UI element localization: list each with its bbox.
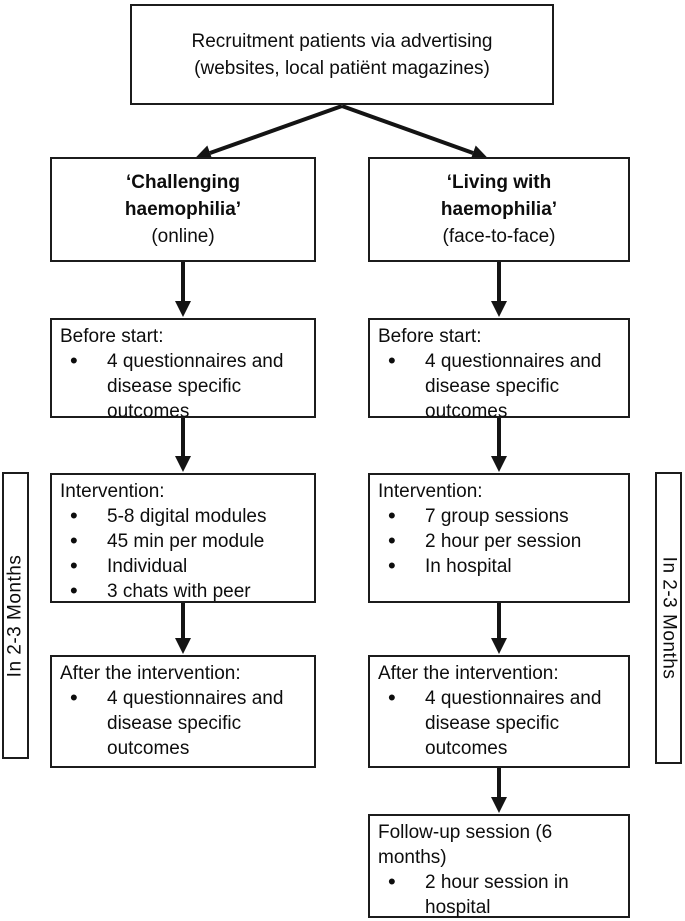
bullet-icon: • [388, 869, 396, 894]
bullet-text: Individual [107, 556, 188, 577]
branch-title-line2: haemophilia’ [124, 199, 242, 220]
bullet-text: 7 group sessions [425, 506, 569, 527]
bullet-text: 5-8 digital modules [107, 506, 267, 527]
list-item: • In hospital [378, 553, 620, 579]
list-item: • 4 questionnaires and disease specific … [60, 685, 306, 761]
recruitment-line2: (websites, local patiënt magazines) [194, 57, 490, 79]
list-item: • 4 questionnaires and disease specific … [60, 348, 306, 424]
recruitment-line1: Recruitment patients via advertising [191, 30, 493, 52]
bullet-list: • 4 questionnaires and disease specific … [378, 685, 620, 761]
branch-title-line1: ‘Living with [446, 172, 552, 193]
duration-label: In 2-3 Months [658, 556, 680, 680]
stage-header: Intervention: [378, 481, 483, 502]
branch-title-line2: haemophilia’ [440, 199, 558, 220]
stage-header: After the intervention: [378, 663, 559, 684]
list-item: • 7 group sessions [378, 503, 620, 529]
bullet-list: • 4 questionnaires and disease specific … [60, 685, 306, 761]
list-item: • 5-8 digital modules [60, 503, 306, 529]
bullet-text: 3 chats with peer [107, 581, 251, 602]
list-item: • 3 chats with peer [60, 578, 306, 604]
bullet-icon: • [70, 528, 78, 553]
bullet-icon: • [70, 503, 78, 528]
living-with-haemophilia-box: ‘Living with haemophilia’ (face-to-face) [368, 157, 630, 262]
bullet-icon: • [388, 348, 396, 373]
list-item: • 45 min per module [60, 528, 306, 554]
stage-header: Before start: [60, 326, 164, 347]
list-item: • 4 questionnaires and disease specific … [378, 348, 620, 424]
arrow-top-to-left-branch-icon [194, 104, 343, 161]
stage-header-line2: months) [378, 847, 447, 868]
branch-subtitle: (online) [151, 226, 215, 247]
bullet-icon: • [388, 503, 396, 528]
bullet-icon: • [388, 553, 396, 578]
before-start-box-right: Before start: • 4 questionnaires and dis… [368, 318, 630, 422]
duration-bar-right: In 2-3 Months [655, 472, 682, 764]
branch-subtitle: (face-to-face) [442, 226, 556, 247]
bullet-icon: • [388, 528, 396, 553]
stage-header: Intervention: [60, 481, 165, 502]
bullet-icon: • [70, 348, 78, 373]
list-item: • 4 questionnaires and disease specific … [378, 685, 620, 761]
stage-header: After the intervention: [60, 663, 241, 684]
bullet-text: 4 questionnaires and disease specific ou… [107, 351, 284, 422]
bullet-list: • 4 questionnaires and disease specific … [60, 348, 306, 424]
after-intervention-box-left: After the intervention: • 4 questionnair… [50, 655, 316, 768]
bullet-icon: • [70, 685, 78, 710]
bullet-list: • 5-8 digital modules • 45 min per modul… [60, 503, 306, 604]
followup-session-box: Follow-up session (6 months) • 2 hour se… [368, 814, 630, 918]
branch-title-line1: ‘Challenging [126, 172, 240, 193]
stage-header-line1: Follow-up session (6 [378, 822, 553, 843]
bullet-list: • 4 questionnaires and disease specific … [378, 348, 620, 424]
recruitment-box: Recruitment patients via advertising (we… [130, 4, 554, 105]
stage-header: Before start: [378, 326, 482, 347]
challenging-haemophilia-box: ‘Challenging haemophilia’ (online) [50, 157, 316, 262]
bullet-text: 4 questionnaires and disease specific ou… [425, 351, 602, 422]
intervention-box-left: Intervention: • 5-8 digital modules • 45… [50, 473, 316, 603]
list-item: • 2 hour session in hospital [378, 869, 620, 920]
list-item: • 2 hour per session [378, 528, 620, 554]
list-item: • Individual [60, 553, 306, 579]
duration-bar-left: In 2-3 Months [2, 472, 29, 759]
bullet-icon: • [70, 553, 78, 578]
before-start-box-left: Before start: • 4 questionnaires and dis… [50, 318, 316, 422]
bullet-icon: • [388, 685, 396, 710]
bullet-list: • 7 group sessions • 2 hour per session … [378, 503, 620, 579]
bullet-text: 45 min per module [107, 531, 265, 552]
bullet-text: 4 questionnaires and disease specific ou… [425, 688, 602, 759]
bullet-text: 2 hour per session [425, 531, 582, 552]
after-intervention-box-right: After the intervention: • 4 questionnair… [368, 655, 630, 768]
bullet-icon: • [70, 578, 78, 603]
duration-label: In 2-3 Months [4, 554, 26, 677]
bullet-text: 4 questionnaires and disease specific ou… [107, 688, 284, 759]
bullet-list: • 2 hour session in hospital [378, 869, 620, 920]
bullet-text: In hospital [425, 556, 512, 577]
intervention-box-right: Intervention: • 7 group sessions • 2 hou… [368, 473, 630, 603]
bullet-text: 2 hour session in hospital [425, 872, 569, 918]
arrow-top-to-right-branch-icon [341, 104, 489, 161]
